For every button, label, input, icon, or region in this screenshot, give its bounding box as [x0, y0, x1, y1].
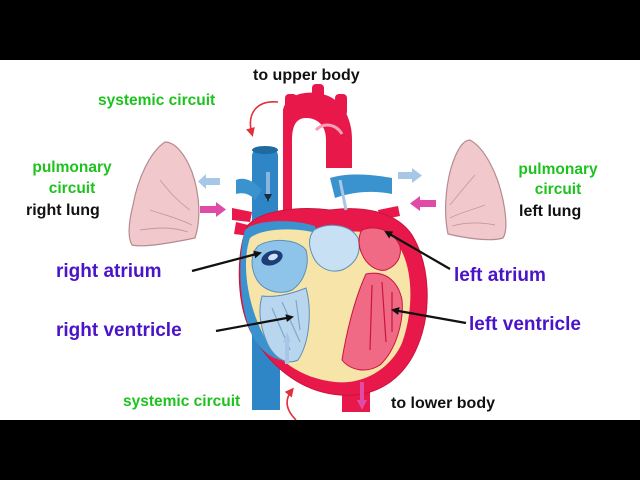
flow-arrow-to-left-lung [398, 168, 422, 183]
right-atrium-label: right atrium [56, 261, 162, 282]
right-lung-shape [128, 141, 200, 247]
right-ventricle-label: right ventricle [56, 320, 182, 341]
left-ventricle-leader [391, 307, 467, 325]
pulmonary-circuit-left-line2: circuit [48, 180, 96, 197]
right-ventricle-leader [215, 314, 294, 333]
left-ventricle-label: left ventricle [469, 314, 581, 335]
heart-diagram: to upper body systemic circuit pulmonary… [0, 60, 640, 420]
left-lung-shape [445, 139, 507, 241]
systemic-circuit-bottom-label: systemic circuit [123, 393, 241, 410]
systemic-circuit-bottom-arrow [284, 387, 297, 420]
left-ventricle-chamber [341, 272, 403, 371]
systemic-circuit-top-arrow [246, 101, 279, 137]
pulmonary-circuit-left-line1: pulmonary [32, 159, 112, 176]
aorta [283, 84, 352, 260]
to-lower-body-label: to lower body [391, 395, 495, 412]
to-upper-body-label: to upper body [253, 67, 360, 84]
left-lung-label: left lung [519, 203, 582, 220]
right-pulmonary-artery [236, 178, 262, 200]
left-atrium-label: left atrium [454, 265, 546, 286]
flow-arrow-from-right-lung [200, 202, 226, 217]
right-atrium-leader [191, 250, 262, 273]
left-pulmonary-artery [330, 174, 392, 198]
left-atrium-leader [384, 230, 451, 270]
pulmonary-circuit-right-line1: pulmonary [518, 161, 598, 178]
flow-arrow-from-left-lung [410, 196, 436, 211]
right-lung-label: right lung [26, 202, 100, 219]
systemic-circuit-top-label: systemic circuit [98, 92, 216, 109]
flow-arrow-to-right-lung [198, 174, 220, 189]
pulmonary-circuit-right-line2: circuit [534, 181, 582, 198]
heart-illustration [128, 84, 507, 420]
